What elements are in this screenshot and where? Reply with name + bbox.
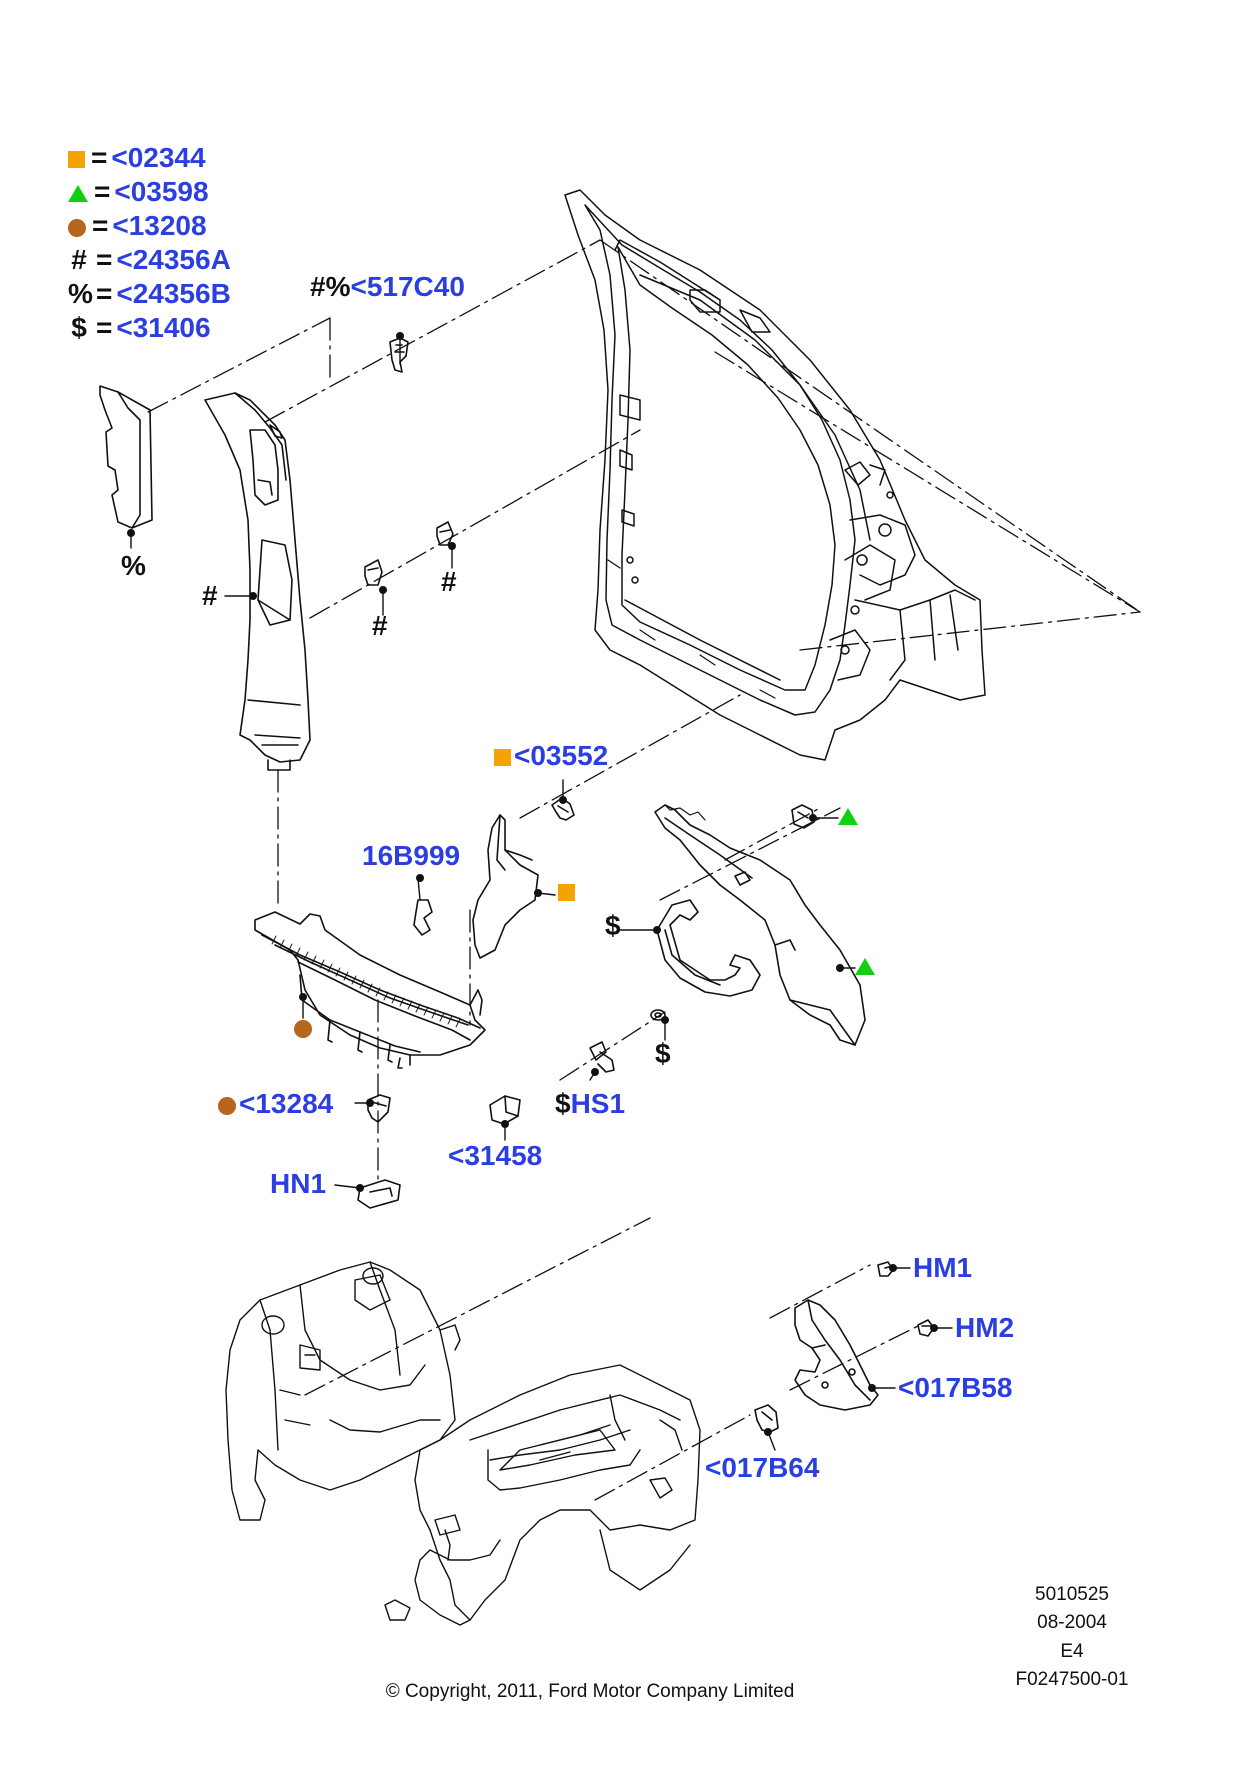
label-dollar-washer: $: [655, 1038, 671, 1069]
label-hash-clip-b: #: [441, 566, 457, 597]
push-pin-hm2: [917, 1319, 935, 1337]
legend-code: <02344: [111, 142, 206, 173]
brown-circle-icon: [68, 218, 86, 237]
callout-517c40-prefix: #%: [310, 271, 351, 302]
orange-square-icon: [494, 749, 511, 767]
dash-panel: [225, 1261, 461, 1521]
legend-row: =<13208: [68, 212, 207, 240]
label-percent: %: [121, 550, 146, 581]
callout-16b999: 16B999: [362, 840, 461, 871]
clip-hn1: [357, 1179, 401, 1209]
clip-triangle-a: [791, 804, 815, 829]
legend-code: <24356B: [116, 278, 231, 309]
floor-tunnel: [384, 1364, 701, 1626]
legend-code: <31406: [116, 312, 211, 343]
diagram-revision: E4: [1060, 1641, 1084, 1662]
scuff-plate: [254, 911, 486, 1069]
clip-517c40: [389, 337, 409, 373]
callout-hs1-code: HS1: [570, 1088, 626, 1119]
label-dollar-handle: $: [605, 910, 621, 941]
callout-hn1: HN1: [270, 1168, 327, 1199]
brown-circle-icon: [294, 1020, 312, 1038]
legend-symbol: %: [68, 278, 93, 309]
callout-31458: <31458: [448, 1140, 543, 1171]
legend-symbol: $: [71, 312, 87, 343]
legend-code: <03598: [114, 176, 209, 207]
callout-03552: <03552: [494, 742, 608, 770]
label-hash-pillar: #: [202, 580, 218, 611]
callout-hm2: HM2: [955, 1312, 1015, 1343]
a-pillar-lower-trim: [654, 804, 866, 1046]
clip-16b999: [413, 899, 433, 936]
washer: [650, 1009, 666, 1021]
pillar-cover-small: [99, 385, 153, 529]
retainer-017b64: [754, 1404, 779, 1433]
legend-eq: =: [96, 312, 113, 343]
legend-eq: =: [94, 176, 111, 207]
b-pillar-upper-trim: [204, 392, 311, 771]
kick-panel-cover: [794, 1299, 879, 1411]
legend-eq: =: [96, 244, 113, 275]
legend-code: <24356A: [116, 244, 231, 275]
clip-hash-a: [364, 559, 383, 586]
callout-13284-code: <13284: [239, 1088, 334, 1119]
orange-square-icon: [558, 884, 575, 901]
legend-row: =<03598: [68, 178, 209, 206]
body-side-panel: [564, 189, 986, 761]
grab-handle: [656, 899, 761, 997]
label-hash-clip-a: #: [372, 610, 388, 641]
green-triangle-icon: [68, 185, 88, 203]
callout-03552-code: <03552: [514, 740, 609, 771]
green-triangle-icon: [838, 808, 858, 825]
legend-symbol: #: [71, 244, 87, 275]
legend-eq: =: [91, 142, 108, 173]
cowl-side-trim: [472, 814, 539, 959]
legend-eq: =: [96, 278, 113, 309]
callout-017b58: <017B58: [898, 1372, 1013, 1403]
callout-517c40-code: <517C40: [350, 271, 465, 302]
callout-13284: <13284: [218, 1090, 333, 1118]
legend-row: $ =<31406: [68, 312, 211, 343]
diagram-reference: F0247500-01: [1015, 1669, 1129, 1690]
brown-circle-icon: [218, 1096, 236, 1115]
legend-row: =<02344: [68, 144, 206, 172]
clip-13284: [367, 1094, 391, 1123]
callout-hs1: $HS1: [555, 1090, 625, 1118]
leader-lines: [130, 335, 953, 1451]
diagram-date: 08-2004: [1037, 1612, 1107, 1633]
copyright: © Copyright, 2011, Ford Motor Company Li…: [385, 1681, 795, 1702]
leader-dots: [127, 332, 938, 1436]
legend-code: <13208: [112, 210, 207, 241]
cap-31458: [489, 1095, 521, 1125]
callout-hs1-prefix: $: [555, 1088, 571, 1119]
legend-row: # =<24356A: [68, 246, 231, 274]
diagram-number: 5010525: [1035, 1584, 1109, 1605]
green-triangle-icon: [855, 958, 875, 975]
callout-017b64: <017B64: [705, 1452, 820, 1483]
clip-hash-b: [436, 521, 454, 546]
assembly-lines: [147, 239, 1141, 1501]
legend-row: %=<24356B: [68, 280, 231, 308]
orange-square-icon: [68, 151, 85, 169]
callout-hm1: HM1: [913, 1252, 973, 1283]
callout-517c40: #%<517C40: [310, 273, 465, 301]
screw-hs1: [589, 1041, 615, 1073]
legend-eq: =: [92, 210, 109, 241]
